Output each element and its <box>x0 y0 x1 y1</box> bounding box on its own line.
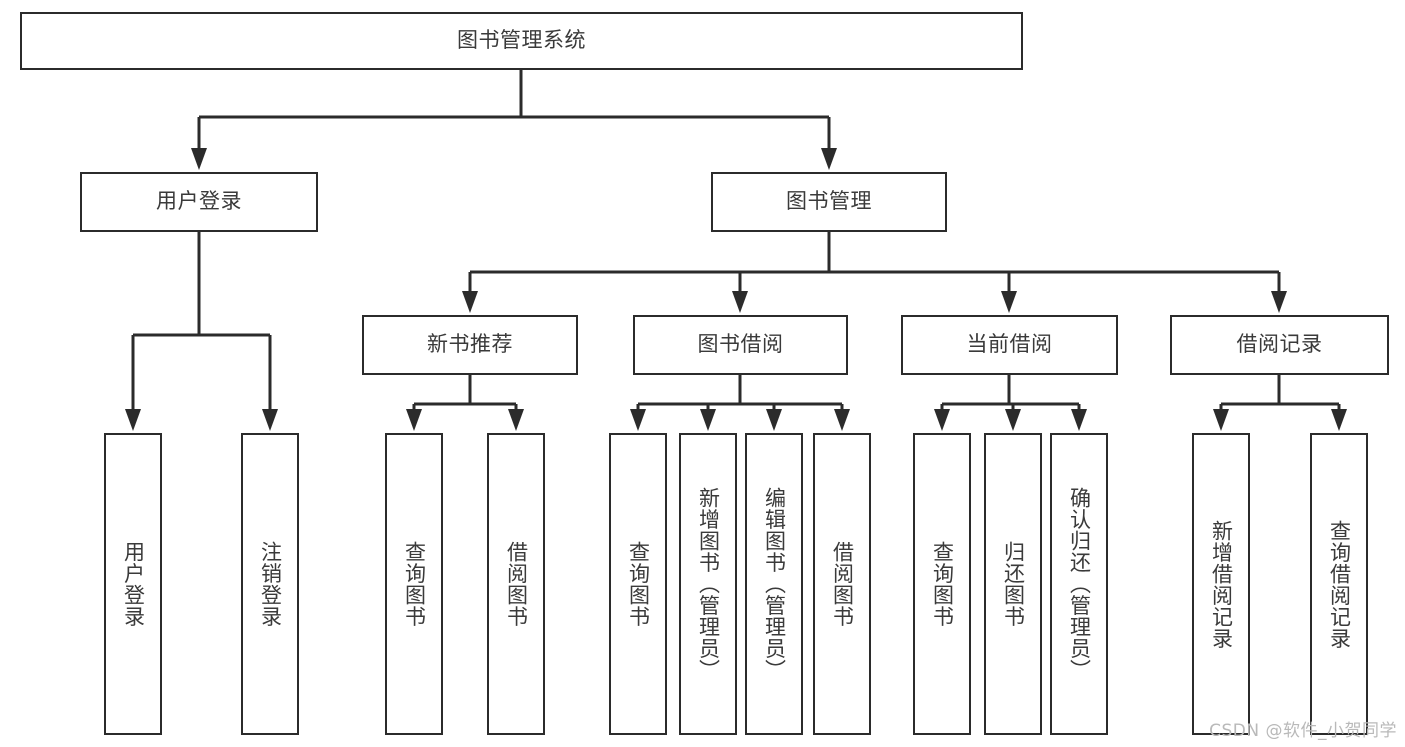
node-leaf-confirm-return-admin[interactable]: 确认归还（管理员） <box>1050 433 1108 735</box>
node-leaf-return-book[interactable]: 归还图书 <box>984 433 1042 735</box>
node-leaf-user-logout-label: 注销登录 <box>258 541 283 627</box>
node-current-borrow[interactable]: 当前借阅 <box>901 315 1118 375</box>
node-borrow-record-label: 借阅记录 <box>1236 332 1323 357</box>
node-user-login[interactable]: 用户登录 <box>80 172 318 232</box>
node-leaf-query-borrow-record[interactable]: 查询借阅记录 <box>1310 433 1368 735</box>
node-leaf-borrow-book-recommend[interactable]: 借阅图书 <box>487 433 545 735</box>
watermark-text: CSDN @软件_小贺同学 <box>1209 721 1397 741</box>
node-root-label: 图书管理系统 <box>457 28 586 53</box>
node-leaf-query-book-current[interactable]: 查询图书 <box>913 433 971 735</box>
node-leaf-user-logout[interactable]: 注销登录 <box>241 433 299 735</box>
node-leaf-edit-book-admin[interactable]: 编辑图书（管理员） <box>745 433 803 735</box>
node-book-management[interactable]: 图书管理 <box>711 172 947 232</box>
node-leaf-add-book-admin-label: 新增图书（管理员） <box>696 487 721 681</box>
node-leaf-query-borrow-record-label: 查询借阅记录 <box>1327 519 1352 649</box>
node-borrow-record[interactable]: 借阅记录 <box>1170 315 1389 375</box>
node-new-book-recommend-label: 新书推荐 <box>427 332 513 357</box>
node-leaf-query-book-borrow-label: 查询图书 <box>626 541 651 627</box>
node-book-management-label: 图书管理 <box>786 189 872 214</box>
node-leaf-borrow-book-recommend-label: 借阅图书 <box>504 541 529 627</box>
node-user-login-label: 用户登录 <box>156 189 242 214</box>
node-current-borrow-label: 当前借阅 <box>966 332 1053 357</box>
node-leaf-confirm-return-admin-label: 确认归还（管理员） <box>1067 487 1092 681</box>
node-leaf-query-book-recommend[interactable]: 查询图书 <box>385 433 443 735</box>
node-new-book-recommend[interactable]: 新书推荐 <box>362 315 578 375</box>
node-leaf-add-book-admin[interactable]: 新增图书（管理员） <box>679 433 737 735</box>
node-leaf-borrow-book-label: 借阅图书 <box>830 541 855 627</box>
node-book-borrow-label: 图书借阅 <box>697 332 784 357</box>
node-leaf-user-login-label: 用户登录 <box>121 541 146 627</box>
node-leaf-user-login[interactable]: 用户登录 <box>104 433 162 735</box>
node-leaf-query-book-recommend-label: 查询图书 <box>402 541 427 627</box>
node-leaf-return-book-label: 归还图书 <box>1001 541 1026 627</box>
node-leaf-add-borrow-record-label: 新增借阅记录 <box>1209 519 1234 649</box>
node-leaf-query-book-borrow[interactable]: 查询图书 <box>609 433 667 735</box>
node-leaf-borrow-book[interactable]: 借阅图书 <box>813 433 871 735</box>
node-book-borrow[interactable]: 图书借阅 <box>633 315 848 375</box>
node-root[interactable]: 图书管理系统 <box>20 12 1023 70</box>
node-leaf-query-book-current-label: 查询图书 <box>930 541 955 627</box>
node-leaf-edit-book-admin-label: 编辑图书（管理员） <box>762 487 787 681</box>
node-leaf-add-borrow-record[interactable]: 新增借阅记录 <box>1192 433 1250 735</box>
